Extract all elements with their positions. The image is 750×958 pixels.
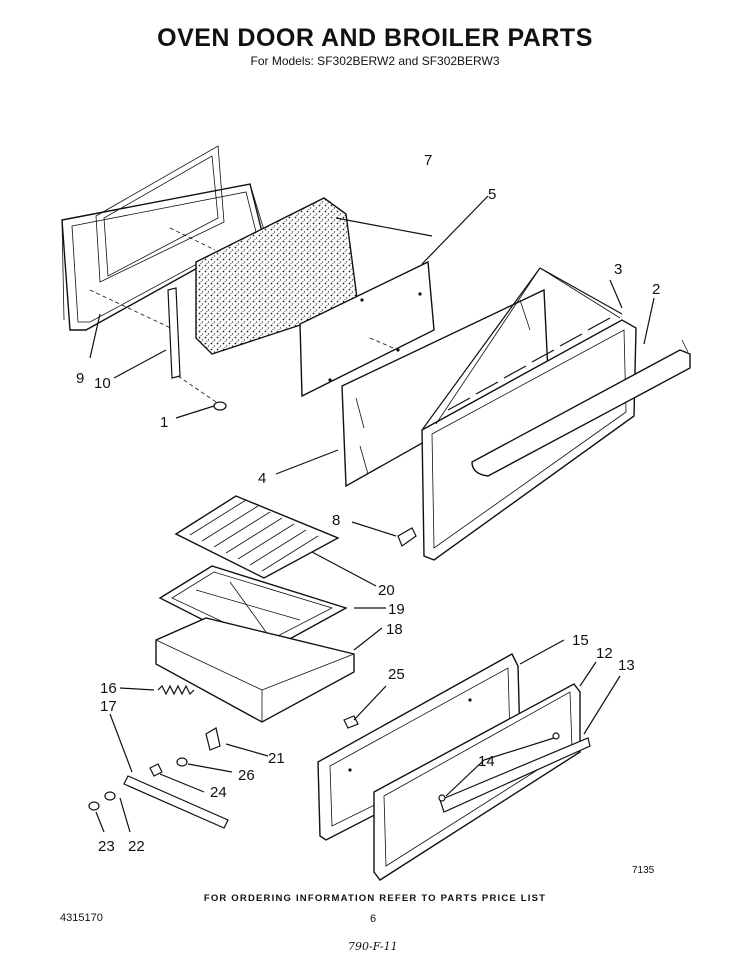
door-handle (471, 339, 691, 477)
broiler-grid (174, 495, 340, 579)
ordering-note: FOR ORDERING INFORMATION REFER TO PARTS … (203, 893, 547, 904)
screw-part (177, 375, 227, 411)
callout-10: 10 (94, 375, 111, 392)
callout-14: 14 (478, 753, 495, 770)
callout-5: 5 (488, 186, 496, 203)
hinge-screw (176, 757, 188, 767)
callout-7: 7 (424, 152, 432, 169)
callout-4: 4 (258, 470, 266, 487)
callout-3: 3 (614, 261, 622, 278)
callout-19: 19 (388, 601, 405, 618)
callout-25: 25 (388, 666, 405, 683)
hinge-clip (397, 527, 417, 547)
callout-21: 21 (268, 750, 285, 767)
callout-9: 9 (76, 370, 84, 387)
page-title: OVEN DOOR AND BROILER PARTS (157, 24, 593, 52)
hinge-screw-23 (88, 801, 100, 811)
callout-1: 1 (160, 414, 168, 431)
models-subtitle: For Models: SF302BERW2 and SF302BERW3 (250, 54, 500, 68)
callout-16: 16 (100, 680, 117, 697)
leader-lines (89, 195, 655, 833)
handwritten-note: 790-F-11 (348, 940, 398, 953)
panel-screws (438, 732, 560, 802)
hinge-bracket (205, 727, 221, 751)
broiler-trim (439, 737, 591, 813)
callout-26: 26 (238, 767, 255, 784)
callout-labels: 7 5 3 2 9 10 1 4 8 20 19 18 15 12 13 25 … (76, 152, 660, 855)
callout-8: 8 (332, 512, 340, 529)
figure-number: 7135 (632, 865, 655, 876)
hinge-nut (149, 763, 163, 777)
callout-2: 2 (652, 281, 660, 298)
page-number: 6 (370, 913, 377, 925)
callout-22: 22 (128, 838, 145, 855)
door-spring (157, 684, 195, 696)
callout-13: 13 (618, 657, 635, 674)
inner-door-panel (61, 145, 265, 331)
document-number: 4315170 (60, 912, 103, 924)
callout-23: 23 (98, 838, 115, 855)
callout-15: 15 (572, 632, 589, 649)
callout-20: 20 (378, 582, 395, 599)
broiler-pan (155, 617, 355, 723)
callout-24: 24 (210, 784, 227, 801)
callout-17: 17 (100, 698, 117, 715)
hinge-arm (123, 775, 229, 829)
hinge-washer (104, 791, 116, 801)
inner-window-glass (299, 260, 435, 398)
callout-18: 18 (386, 621, 403, 638)
door-channel (167, 287, 181, 379)
callout-12: 12 (596, 645, 613, 662)
vent-slots (447, 317, 611, 411)
